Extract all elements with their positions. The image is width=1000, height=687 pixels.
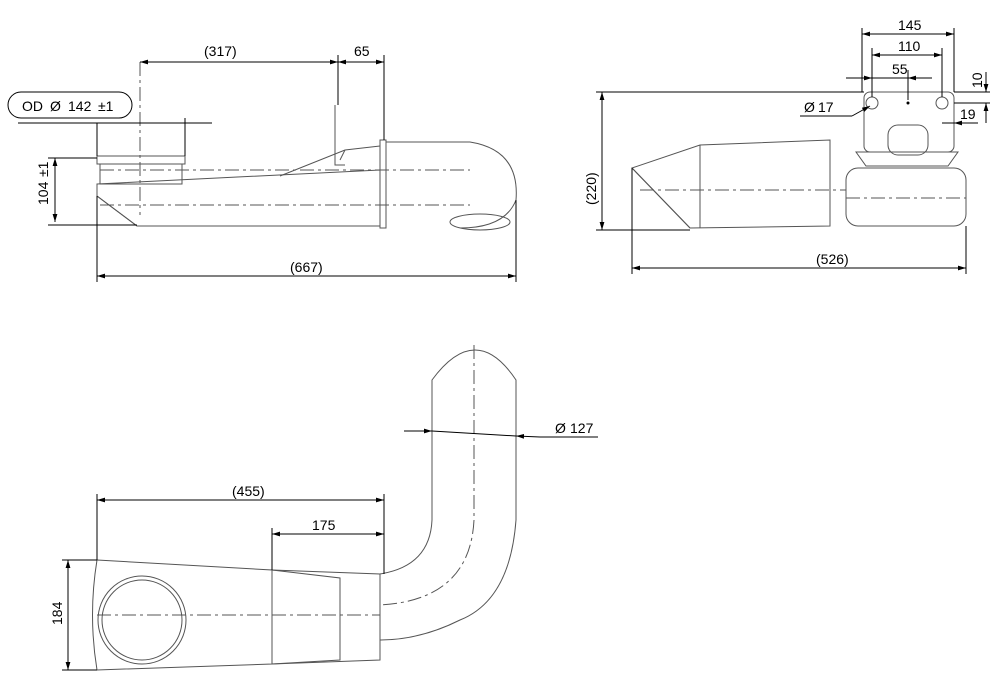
side-view-right xyxy=(631,91,967,229)
dim-right-55: 55 xyxy=(892,61,908,77)
dim-top-center: (317) xyxy=(204,43,237,59)
dim-top-flange: 65 xyxy=(354,43,370,59)
dimensions-right-view: 145 110 55 10 Ø 17 19 (220) xyxy=(583,17,990,274)
od-value: 142 xyxy=(68,98,92,114)
dim-hole-symbol: Ø xyxy=(804,99,815,115)
top-view-bottom xyxy=(92,345,517,671)
dim-hole-17: 17 xyxy=(818,99,834,115)
dim-bottom-455: (455) xyxy=(232,483,265,499)
dimensions-bottom-view: (455) 175 Ø 127 184 xyxy=(49,420,598,671)
dim-right-145: 145 xyxy=(898,17,922,33)
dim-height-104: 104 xyxy=(35,181,51,205)
dim-right-10: 10 xyxy=(969,72,985,88)
dim-overall-length: (667) xyxy=(290,259,323,275)
od-label: OD xyxy=(22,98,43,114)
dim-right-19: 19 xyxy=(960,106,976,122)
dim-right-height: (220) xyxy=(583,172,599,205)
dim-right-110: 110 xyxy=(898,38,921,54)
dim-right-length: (526) xyxy=(816,251,849,267)
dimensions-left-view: (317) 65 OD Ø 142 ±1 104 ±1 (667) xyxy=(7,43,517,282)
dim-height-104-tol: ±1 xyxy=(35,161,51,177)
side-view-left xyxy=(96,62,517,231)
dim-bottom-dia-127: 127 xyxy=(570,420,594,436)
dim-bottom-175: 175 xyxy=(312,517,336,533)
od-symbol: Ø xyxy=(50,98,61,114)
od-tolerance: ±1 xyxy=(98,98,114,114)
od-callout-box xyxy=(7,91,133,119)
dim-bottom-dia-symbol: Ø xyxy=(555,420,566,436)
dim-bottom-184: 184 xyxy=(49,601,65,625)
